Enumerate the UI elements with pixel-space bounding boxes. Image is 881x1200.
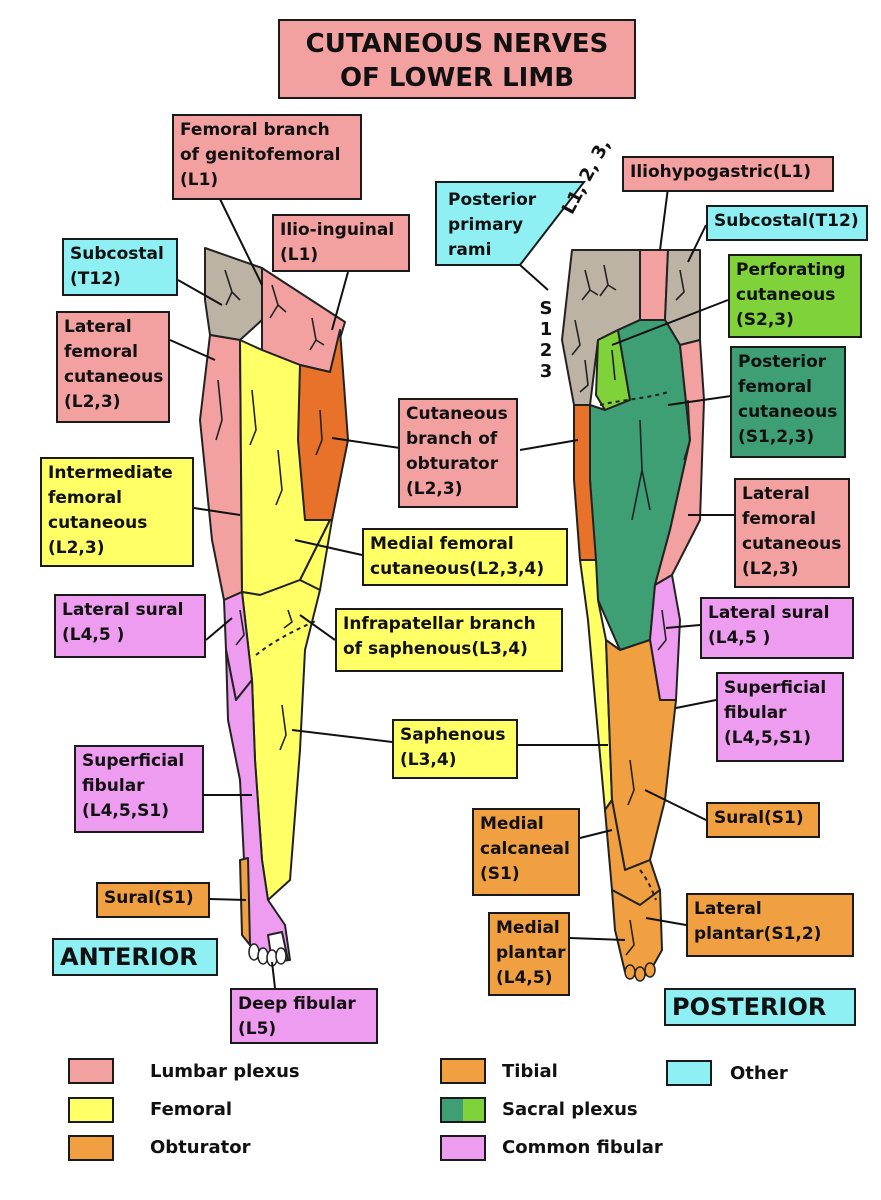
legend-label-obturator: Obturator [150,1137,251,1158]
anterior-lateral-femoral-region [199,334,243,601]
legend-swatch-tibial [440,1058,486,1084]
label-medial-plantar: Medial plantar (L4,5) [488,912,570,996]
anterior-sural-region [239,857,251,946]
legend-swatch-lumbar-plexus [68,1058,114,1084]
legend-label-tibial: Tibial [502,1061,558,1082]
posterior-primary-rami-shape [435,181,587,266]
label-anterior-lateral-sural: Lateral sural (L4,5 ) [54,594,206,658]
rami-vertebrae-sacral: S 1 2 3 [539,298,553,382]
label-anterior-subcostal: Subcostal (T12) [62,238,178,296]
label-posterior-sural: Sural(S1) [706,802,820,838]
label-medial-femoral-cutaneous: Medial femoral cutaneous(L2,3,4) [362,528,568,586]
label-intermediate-femoral-cutaneous: Intermediate femoral cutaneous (L2,3) [40,457,194,567]
legend-swatch-common-fibular [440,1135,486,1161]
label-lateral-plantar: Lateral plantar(S1,2) [686,893,854,957]
posterior-limb [561,249,705,982]
label-posterior-subcostal: Subcostal(T12) [706,205,868,241]
label-ilio-inguinal: Ilio-inguinal (L1) [272,214,410,272]
anterior-view-label: ANTERIOR [52,938,218,976]
label-posterior-lateral-sural: Lateral sural (L4,5 ) [700,597,854,659]
legend-swatch-sacral-plexus [440,1097,486,1123]
label-perforating-cutaneous: Perforating cutaneous (S2,3) [728,254,862,338]
label-anterior-sural: Sural(S1) [96,882,210,918]
label-anterior-lateral-femoral-cutaneous: Lateral femoral cutaneous (L2,3) [56,311,170,423]
label-cutaneous-branch-obturator: Cutaneous branch of obturator (L2,3) [398,398,518,508]
anterior-limb [199,247,349,967]
legend-label-other: Other [730,1063,788,1084]
leader-lines [169,187,739,989]
label-iliohypogastric: Iliohypogastric(L1) [622,156,834,192]
posterior-iliohypogastric-region [639,249,669,321]
label-saphenous: Saphenous (L3,4) [392,719,518,779]
label-anterior-superficial-fibular: Superficial fibular (L4,5,S1) [74,745,204,833]
legend-label-sacral-plexus: Sacral plexus [502,1099,638,1120]
legend-swatch-other [666,1060,712,1086]
legend-label-lumbar-plexus: Lumbar plexus [150,1061,300,1082]
page-title: CUTANEOUS NERVES OF LOWER LIMB [278,19,636,99]
legend-swatch-obturator [68,1135,114,1161]
label-posterior-lateral-femoral-cutaneous: Lateral femoral cutaneous (L2,3) [734,478,850,588]
label-deep-fibular: Deep fibular (L5) [230,988,378,1044]
posterior-sural-region [605,639,677,871]
posterior-view-label: POSTERIOR [664,988,856,1026]
legend-swatch-femoral [68,1097,114,1123]
label-posterior-primary-rami: Posterior primary rami [448,190,537,260]
legend-label-femoral: Femoral [150,1099,233,1120]
anterior-superficial-fibular-region [225,649,291,963]
label-posterior-femoral-cutaneous: Posterior femoral cutaneous (S1,2,3) [730,346,846,458]
label-femoral-branch-genitofemoral: Femoral branch of genitofemoral (L1) [172,114,362,200]
anterior-obturator-region [297,329,349,521]
label-medial-calcaneal: Medial calcaneal (S1) [472,808,580,896]
posterior-plantar-region [611,889,663,976]
label-posterior-superficial-fibular: Superficial fibular (L4,5,S1) [716,672,844,762]
label-infrapatellar-branch: Infrapatellar branch of saphenous(L3,4) [335,608,563,672]
legend-label-common-fibular: Common fibular [502,1137,663,1158]
